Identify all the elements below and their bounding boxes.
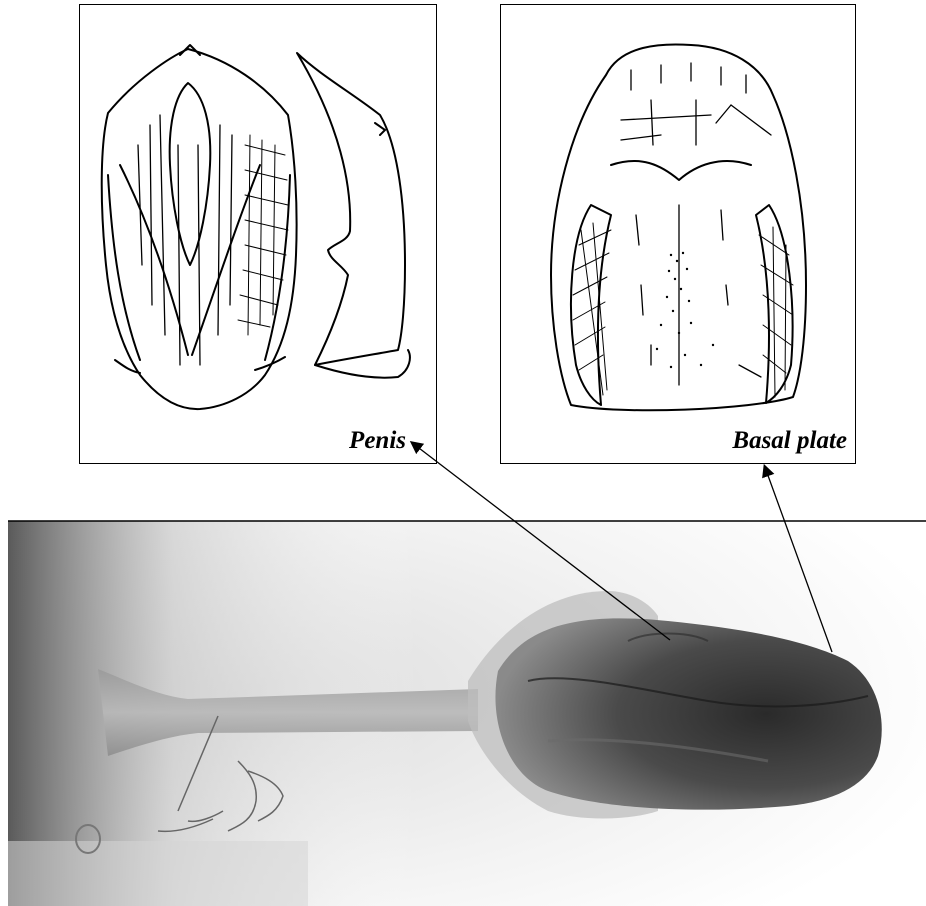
penis-drawing [80, 5, 436, 463]
basal-plate-label: Basal plate [732, 427, 847, 455]
genitalia-micrograph [8, 521, 926, 906]
basal-plate-drawing [501, 5, 855, 463]
penis-label: Penis [349, 427, 406, 455]
basal-plate-drawing-panel: Basal plate [500, 4, 856, 464]
penis-drawing-panel: Penis [79, 4, 437, 464]
